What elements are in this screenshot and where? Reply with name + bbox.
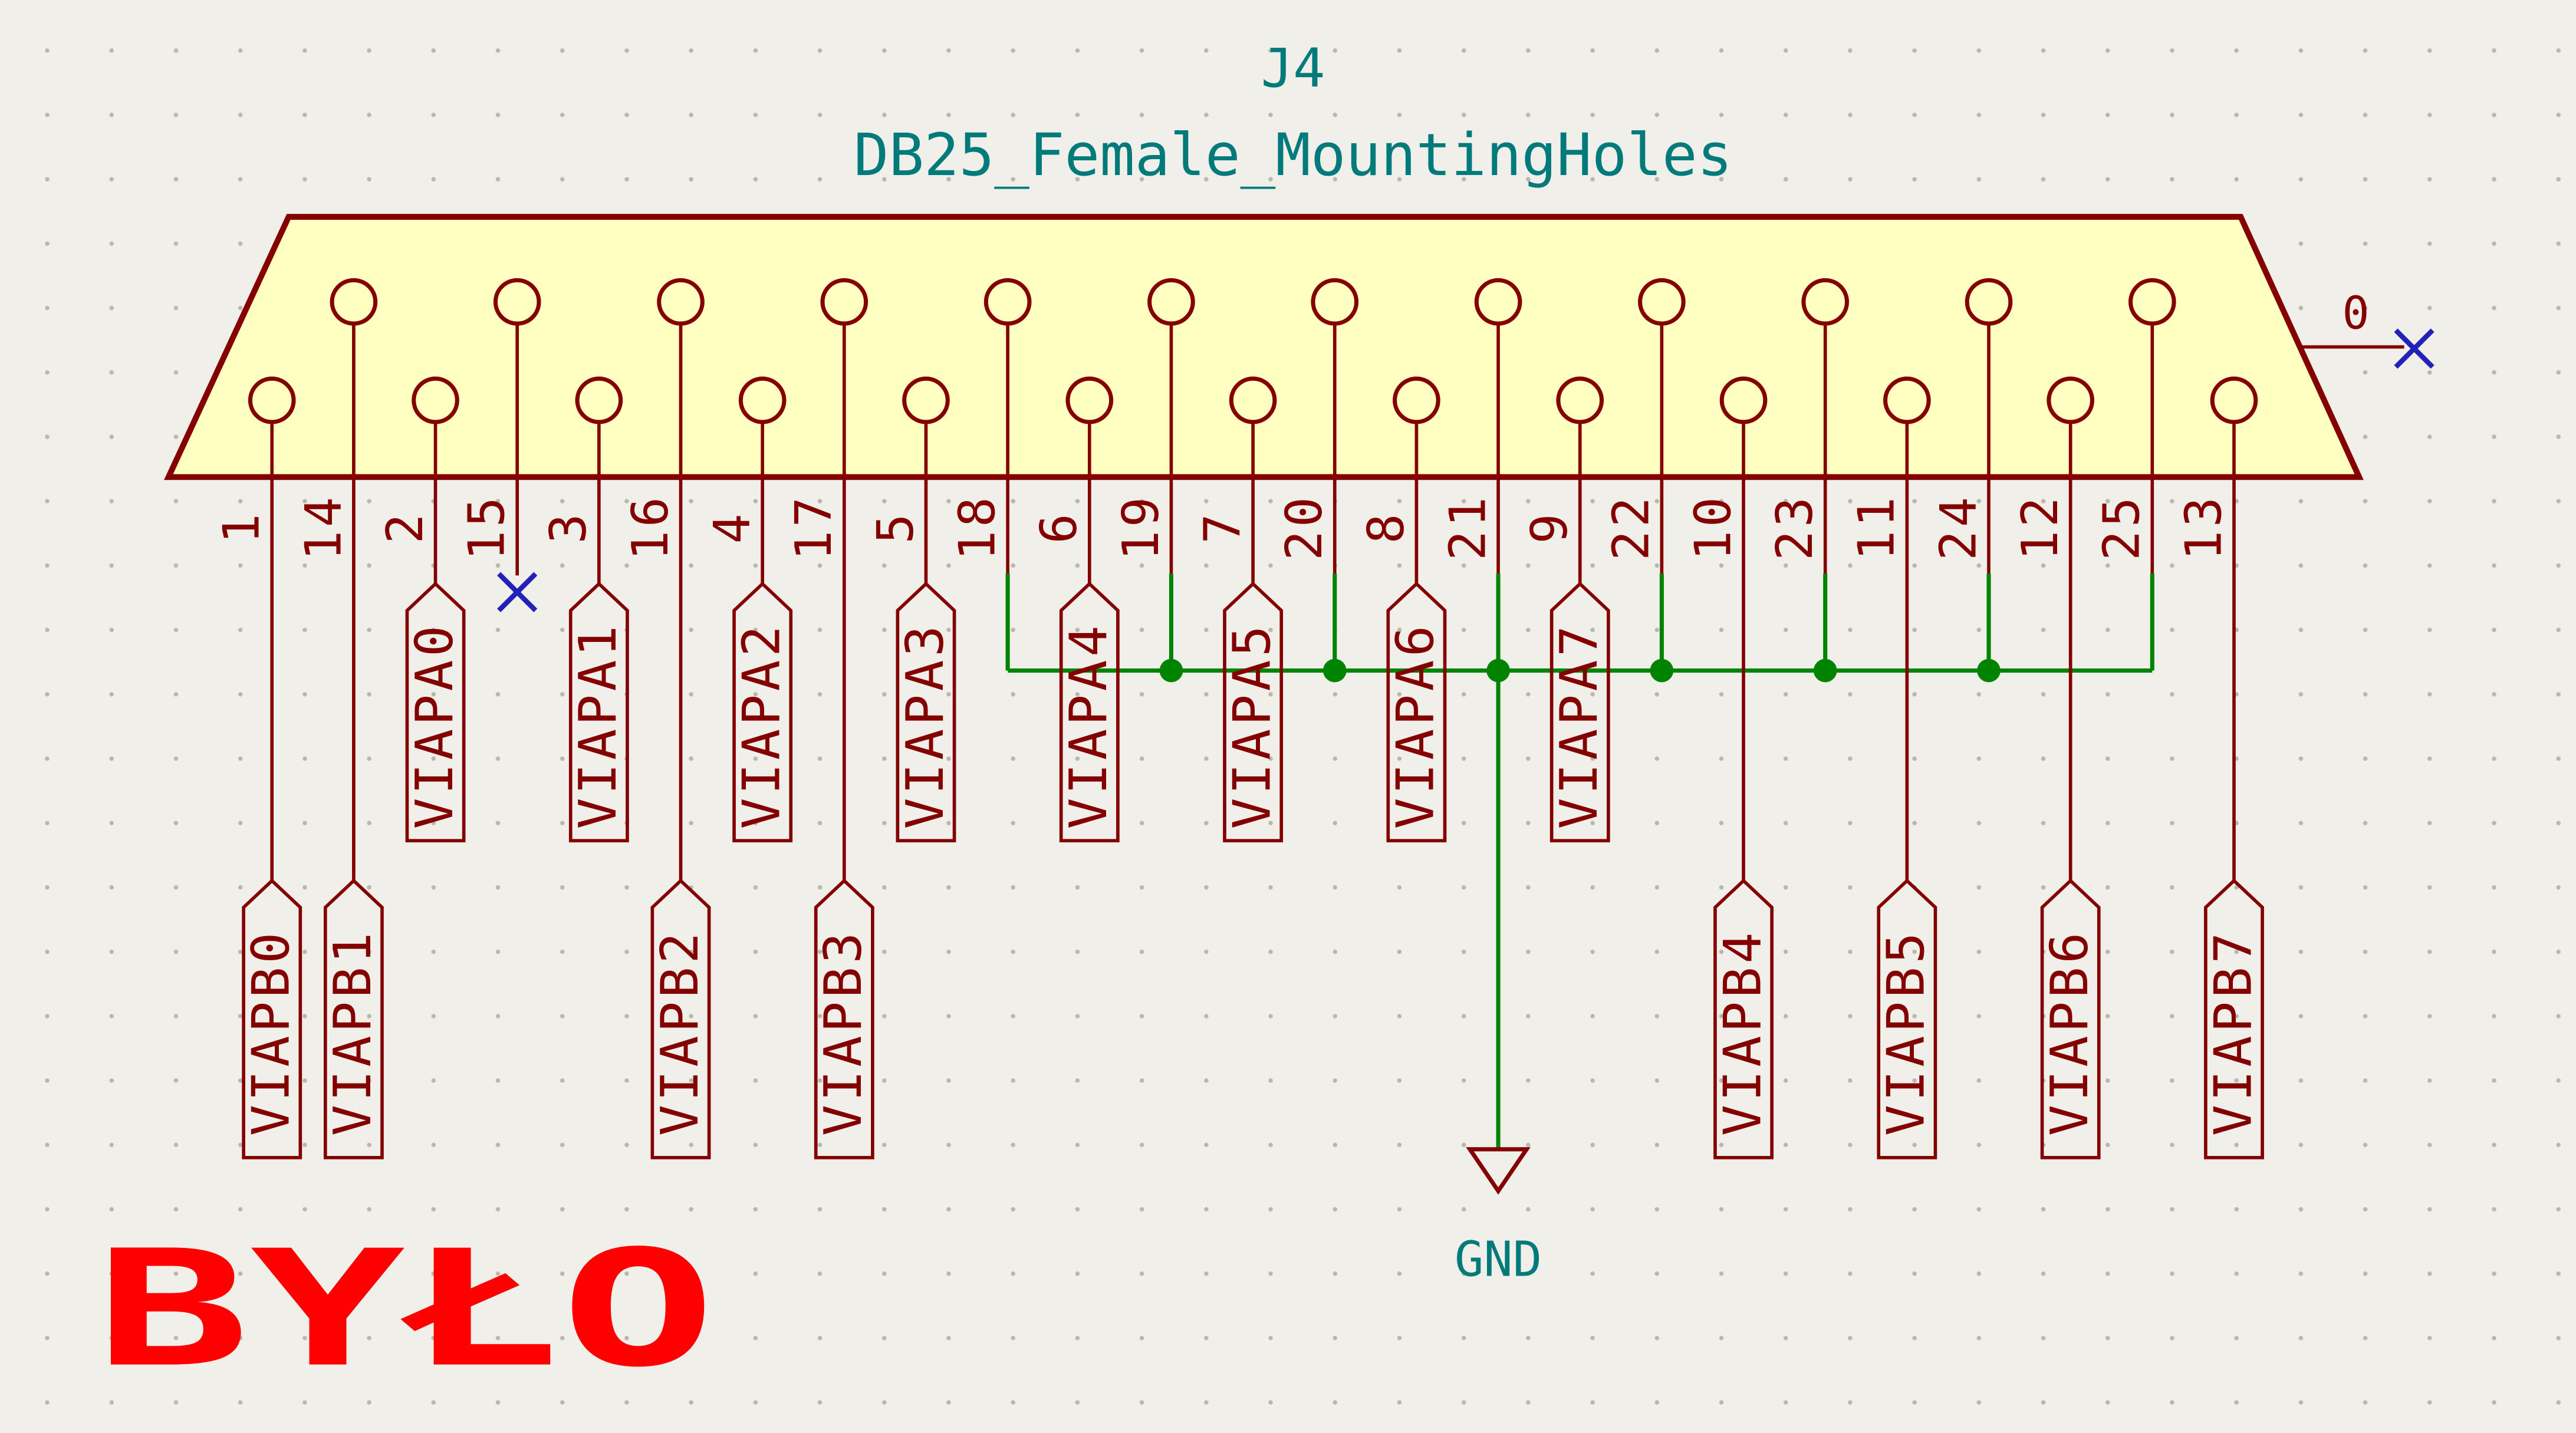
- pin-13-number: 13: [2174, 493, 2233, 561]
- global-label-VIAPB4-text[interactable]: VIAPB4: [1712, 929, 1772, 1136]
- pin-2-number: 2: [376, 510, 435, 544]
- pins-layer: 1 14 2 15 3 16 4 17 5 18 6 19 7 20 8 21 9 22 10 23 11 24 12 25 1…: [213, 278, 2258, 881]
- global-label-VIAPA6[interactable]: [1386, 581, 1447, 842]
- pin-7-number: 7: [1193, 510, 1252, 544]
- pin-25-number: 25: [2093, 493, 2151, 561]
- global-label-VIAPA0[interactable]: [405, 581, 466, 842]
- global-label-VIAPA0-text[interactable]: VIAPA0: [404, 622, 465, 829]
- global-label-VIAPB1-text[interactable]: VIAPB1: [323, 929, 383, 1136]
- pin-6-number: 6: [1030, 510, 1088, 544]
- global-label-VIAPA5-text[interactable]: VIAPA5: [1222, 622, 1282, 829]
- pin-20-number: 20: [1275, 493, 1334, 561]
- pin-18-number: 18: [949, 493, 1007, 561]
- global-label-VIAPA2-text[interactable]: VIAPA2: [731, 622, 791, 829]
- global-label-VIAPA2[interactable]: [732, 581, 793, 842]
- global-label-VIAPB2-text[interactable]: VIAPB2: [650, 929, 710, 1136]
- pin-11-number: 11: [1848, 493, 1906, 561]
- global-label-VIAPB4[interactable]: [1713, 878, 1774, 1159]
- pin-21-number: 21: [1439, 493, 1497, 561]
- global-label-VIAPA7[interactable]: [1549, 581, 1610, 842]
- pin-5-number: 5: [867, 510, 925, 544]
- global-label-VIAPA3-text[interactable]: VIAPA3: [895, 622, 955, 829]
- global-label-VIAPB5[interactable]: [1877, 878, 1937, 1159]
- global-label-VIAPA3[interactable]: [896, 581, 956, 842]
- global-label-VIAPB6[interactable]: [2040, 878, 2101, 1159]
- no-connect-pin-0-icon[interactable]: [2394, 328, 2434, 369]
- global-label-VIAPB7-text[interactable]: VIAPB7: [2203, 929, 2263, 1136]
- junction-dot[interactable]: [1813, 658, 1837, 683]
- global-label-VIAPA1[interactable]: [568, 581, 629, 842]
- global-label-VIAPA1-text[interactable]: VIAPA1: [568, 622, 628, 829]
- pin-19-number: 19: [1112, 493, 1170, 561]
- global-label-VIAPB2[interactable]: [650, 878, 711, 1159]
- component-value[interactable]: DB25_Female_MountingHoles: [854, 121, 1732, 189]
- pin-0-number: 0: [2343, 287, 2370, 340]
- pin-12-number: 12: [2011, 493, 2070, 561]
- global-label-VIAPB6-text[interactable]: VIAPB6: [2039, 929, 2100, 1136]
- overlay-text-bylo: BYŁO: [95, 1217, 716, 1403]
- global-label-VIAPB1[interactable]: [323, 878, 384, 1159]
- pin-1-number: 1: [213, 510, 271, 544]
- gnd-wires-layer: [1005, 574, 2154, 1148]
- reference-designator[interactable]: J4: [1261, 38, 1325, 100]
- pin-16-number: 16: [621, 493, 680, 561]
- mounting-pin-0[interactable]: 0: [2301, 287, 2434, 369]
- pin-24-number: 24: [1929, 493, 1988, 561]
- global-label-VIAPB3-text[interactable]: VIAPB3: [813, 929, 873, 1136]
- junctions-layer: [1159, 658, 2001, 683]
- global-label-VIAPB0[interactable]: [242, 878, 302, 1159]
- global-label-VIAPA4-text[interactable]: VIAPA4: [1058, 622, 1118, 829]
- pin-8-number: 8: [1357, 510, 1416, 544]
- pin-4-number: 4: [703, 510, 762, 544]
- global-label-VIAPB7[interactable]: [2204, 878, 2264, 1159]
- junction-dot[interactable]: [1322, 658, 1347, 683]
- junction-dot[interactable]: [1650, 658, 1674, 683]
- gnd-power-symbol[interactable]: GND: [1455, 1147, 1542, 1288]
- pin-22-number: 22: [1603, 493, 1661, 561]
- pin-10-number: 10: [1684, 493, 1742, 561]
- global-label-VIAPA4[interactable]: [1059, 581, 1120, 842]
- junction-dot[interactable]: [1159, 658, 1183, 683]
- no-connect-pin-15[interactable]: [497, 572, 538, 612]
- global-label-VIAPB5-text[interactable]: VIAPB5: [1876, 929, 1936, 1136]
- global-label-VIAPB0-text[interactable]: VIAPB0: [241, 929, 301, 1136]
- connector-body[interactable]: [164, 213, 2364, 480]
- global-label-VIAPA7-text[interactable]: VIAPA7: [1549, 622, 1609, 829]
- pin-15-number: 15: [458, 493, 516, 561]
- pin-3-number: 3: [539, 510, 598, 544]
- pin-17-number: 17: [785, 493, 843, 561]
- global-label-VIAPA6-text[interactable]: VIAPA6: [1386, 622, 1446, 829]
- gnd-label: GND: [1455, 1232, 1542, 1288]
- pin-9-number: 9: [1521, 510, 1579, 544]
- global-label-VIAPA5[interactable]: [1223, 581, 1284, 842]
- gnd-symbol-triangle[interactable]: [1466, 1147, 1531, 1195]
- pin-14-number: 14: [294, 493, 353, 561]
- junction-dot[interactable]: [1486, 658, 1510, 683]
- global-label-VIAPB3[interactable]: [814, 878, 874, 1159]
- junction-dot[interactable]: [1977, 658, 2001, 683]
- pin-23-number: 23: [1766, 493, 1824, 561]
- no-connect-markers-layer: [497, 572, 538, 612]
